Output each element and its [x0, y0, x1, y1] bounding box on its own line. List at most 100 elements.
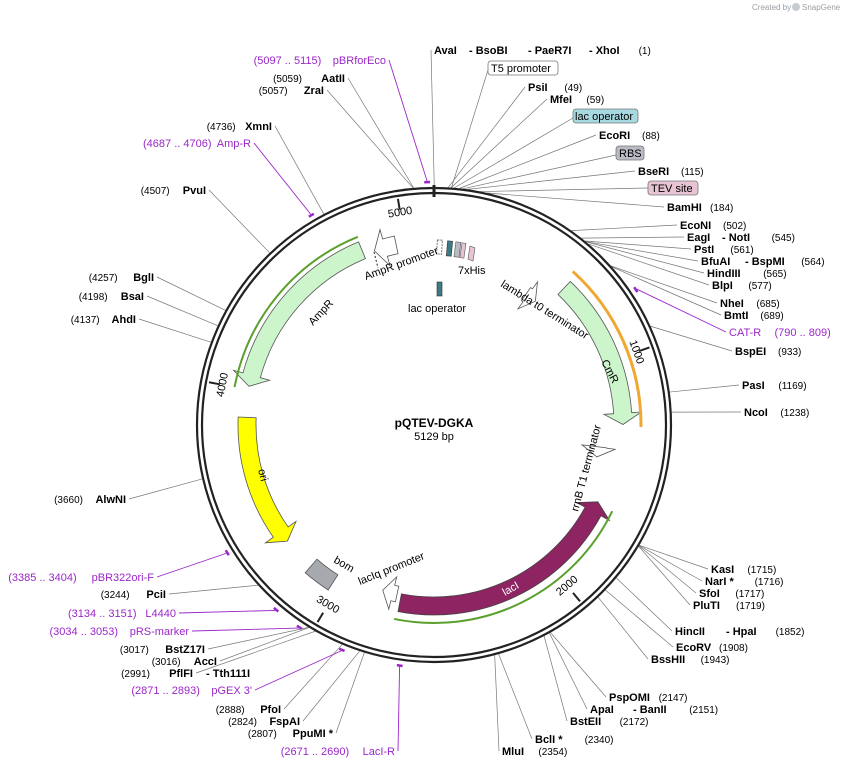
restriction-site[interactable]: BlpI(577) [712, 280, 772, 292]
restriction-site[interactable]: - PaeR7I [528, 45, 571, 57]
restriction-site[interactable]: ZraI(5057) [259, 85, 324, 97]
restriction-site[interactable]: EcoNI(502) [680, 220, 746, 232]
restriction-site[interactable]: - Tth111I [206, 668, 250, 680]
primer-site[interactable]: L4440(3134 .. 3151) [68, 608, 176, 620]
primer-range: (3034 .. 3053) [50, 626, 119, 638]
tick-label: 1000 [626, 339, 646, 366]
site-name: - HpaI [726, 626, 757, 638]
restriction-site[interactable]: PfoI(2888) [216, 704, 281, 716]
restriction-site[interactable]: - XhoI(1) [589, 45, 651, 57]
primer-name: CAT-R [729, 327, 761, 339]
restriction-site[interactable]: BamHI(184) [667, 202, 733, 214]
restriction-site[interactable]: NarI *(1716) [705, 576, 784, 588]
restriction-site[interactable]: MluI(2354) [502, 746, 567, 758]
primer-site[interactable]: pRS-marker(3034 .. 3053) [50, 626, 190, 638]
primer-range: (2671 .. 2690) [281, 746, 350, 758]
site-name: - PaeR7I [528, 45, 571, 57]
restriction-site[interactable]: BmtI(689) [724, 310, 784, 322]
primer-site[interactable]: pBRforEco(5097 .. 5115) [254, 55, 386, 67]
lac-operator-inner-mark [436, 281, 443, 297]
restriction-site[interactable]: BstZ17I(3017) [120, 644, 205, 656]
restriction-site[interactable]: - BsoBI [469, 45, 508, 57]
restriction-site[interactable]: PvuI(4507) [141, 185, 206, 197]
restriction-site[interactable]: PspOMI(2147) [609, 692, 688, 704]
restriction-site[interactable]: BseRI(115) [638, 166, 704, 178]
tev-site-box-bg [647, 180, 699, 196]
restriction-site[interactable]: SfoI(1717) [699, 588, 764, 600]
restriction-site[interactable]: AccI(3016) [152, 656, 217, 668]
restriction-site[interactable]: PasI(1169) [742, 380, 807, 392]
restriction-site[interactable]: - NotI(545) [722, 232, 795, 244]
site-leader-line [494, 655, 500, 752]
site-name: - BspMI [745, 256, 785, 268]
restriction-site[interactable]: MfeI(59) [550, 94, 604, 106]
site-name: BstEII [570, 716, 601, 728]
site-leader-line [335, 652, 365, 734]
tick-mark [316, 612, 324, 623]
restriction-site[interactable]: - BanII(2151) [633, 704, 718, 716]
primer-site[interactable]: LacI-R(2671 .. 2690) [281, 746, 395, 758]
site-name: SfoI [699, 588, 720, 600]
site-position: (1715) [747, 565, 776, 576]
site-position: (2991) [121, 669, 150, 680]
lac-operator-inner-label: lac operator [408, 303, 466, 315]
site-name: PciI [146, 589, 166, 601]
restriction-site[interactable]: PpuMI *(2807) [248, 728, 334, 740]
primer-mark [273, 606, 280, 613]
site-name: BmtI [724, 310, 748, 322]
restriction-site[interactable]: KasI(1715) [711, 564, 776, 576]
restriction-site[interactable]: FspAI(2824) [228, 716, 300, 728]
site-position: (561) [730, 245, 753, 256]
restriction-site[interactable]: NheI(685) [720, 298, 780, 310]
leader-lines [128, 49, 742, 752]
restriction-site[interactable]: PciI(3244) [101, 589, 166, 601]
restriction-site[interactable]: - HpaI(1852) [726, 626, 805, 638]
site-name: - BanII [633, 704, 667, 716]
restriction-site[interactable]: ApaI [590, 704, 614, 716]
site-name: PsiI [528, 82, 548, 94]
primer-site[interactable]: pGEX 3'(2871 .. 2893) [131, 685, 252, 697]
site-leader-line [138, 318, 211, 343]
site-position: (1908) [719, 643, 748, 654]
primer-range: (3385 .. 3404) [8, 572, 77, 584]
primer-site[interactable]: CAT-R(790 .. 809) [729, 327, 831, 339]
restriction-site[interactable]: HindIII(565) [707, 268, 787, 280]
restriction-site[interactable]: AlwNI(3660) [54, 494, 126, 506]
primer-mark [338, 647, 346, 653]
restriction-site[interactable]: PflFI(2991) [121, 668, 193, 680]
tick-mark [396, 198, 401, 210]
restriction-site[interactable]: BsaI(4198) [79, 291, 144, 303]
his-tag-mark [459, 242, 467, 259]
restriction-site[interactable]: BglI(4257) [89, 272, 154, 284]
restriction-site[interactable]: PstI(561) [694, 244, 754, 256]
restriction-site[interactable]: EcoRV(1908) [676, 642, 748, 654]
restriction-site[interactable]: PsiI(49) [528, 82, 582, 94]
restriction-site[interactable]: - BspMI(564) [745, 256, 825, 268]
restriction-site[interactable]: BstEII(2172) [570, 716, 649, 728]
site-name: BspEI [735, 346, 766, 358]
site-leader-line [588, 243, 710, 286]
primer-site[interactable]: Amp-R(4687 .. 4706) [143, 138, 251, 150]
restriction-site[interactable]: BspEI(933) [735, 346, 801, 358]
restriction-site[interactable]: AvaI [434, 45, 457, 57]
restriction-site[interactable]: AhdI(4137) [71, 314, 136, 326]
feature-leader-line [454, 117, 574, 189]
cmr-outline-orange [571, 270, 643, 427]
restriction-site[interactable]: EagI [687, 232, 710, 244]
restriction-site[interactable]: NcoI(1238) [744, 407, 809, 419]
site-position: (1) [639, 46, 651, 57]
restriction-site[interactable]: BssHII(1943) [651, 654, 730, 666]
restriction-site[interactable]: EcoRI(88) [599, 130, 660, 142]
site-name: PasI [742, 380, 765, 392]
primer-site[interactable]: pBR322ori-F(3385 .. 3404) [8, 572, 154, 584]
restriction-site[interactable]: BclI *(2340) [535, 734, 614, 746]
restriction-site[interactable]: XmnI(4736) [207, 121, 272, 133]
restriction-site[interactable]: PluTI(1719) [693, 600, 765, 612]
restriction-site[interactable]: BfuAI [701, 256, 730, 268]
restriction-site[interactable]: AatII(5059) [273, 73, 345, 85]
restriction-site[interactable]: HincII [675, 626, 705, 638]
site-position: (1238) [780, 408, 809, 419]
tick-label: 2000 [554, 574, 581, 599]
primer-name: L4440 [145, 608, 176, 620]
